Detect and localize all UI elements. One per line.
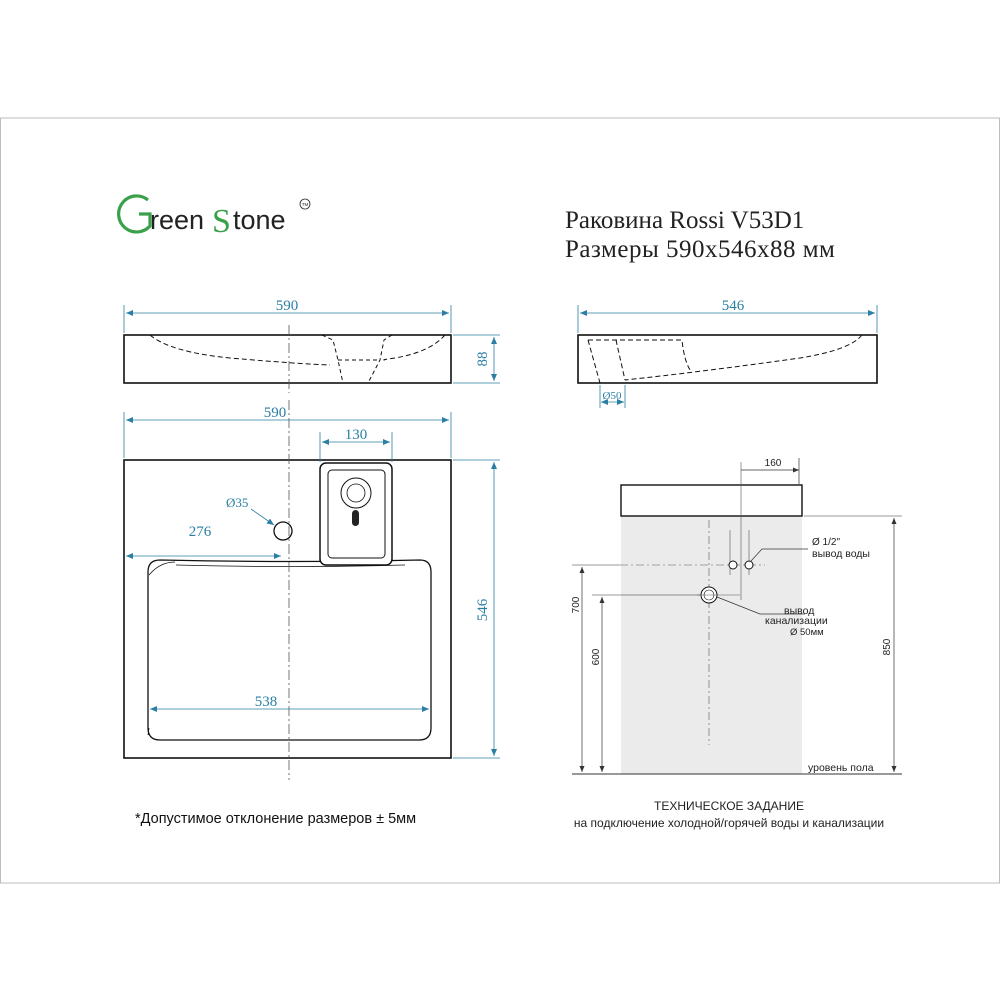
logo-g-mark [117,194,152,234]
spec-title: ТЕХНИЧЕСКОЕ ЗАДАНИЕ [654,799,804,813]
drain-diameter-label: Ø 50мм [790,627,824,638]
product-title: Раковина Rossi V53D1 [565,207,804,234]
top-depth-label: 546 [475,598,491,621]
side-view-outline [577,334,878,384]
spec-subtitle: на подключение холодной/горячей воды и к… [574,816,884,830]
drain-label-2: канализации [765,615,828,627]
front-view: 590 88 [123,298,500,393]
water-pipe-label: Ø 1/2" [812,537,840,548]
faucet-width-label: 130 [345,427,368,443]
hole-diameter-label: Ø35 [226,495,248,510]
drain-label-1: вывод [784,605,814,617]
height-600-label: 600 [591,648,602,665]
side-depth-label: 546 [722,298,745,314]
cold-water-outlet [728,560,738,570]
trademark-icon [299,198,311,210]
faucet-hole [340,477,372,509]
logo-s-mark: S [212,203,231,240]
front-bowl-hidden-line-right [383,334,446,361]
front-width-label: 590 [276,298,299,314]
hot-water-outlet [744,560,754,570]
tolerance-note: *Допустимое отклонение размеров ± 5мм [135,811,416,827]
overflow-slot [352,510,359,526]
height-850-label: 850 [882,638,893,655]
side-drain-label: Ø50 [603,390,622,402]
hole-offset-label: 276 [189,524,212,540]
front-view-outline [123,334,452,384]
logo-text-2: tone [233,205,286,235]
front-height-label: 88 [475,352,491,367]
bowl-outline [147,559,432,741]
tap-hole [273,521,293,541]
side-hidden-lines [587,334,863,384]
floor-label: уровень пола [808,762,874,774]
front-bowl-hidden-line [149,334,331,366]
bowl-width-label: 538 [255,694,278,710]
top-width-label: 590 [264,405,287,421]
greenstone-logo: reen S tone TM [117,194,311,240]
wall-area [621,516,802,774]
height-700-label: 700 [571,596,582,613]
logo-text: reen [150,205,204,235]
installation-diagram: 160 Ø 1/2" вывод воды вывод канализации … [571,458,902,775]
top-view: Ø35 590 130 276 546 538 [123,400,500,780]
installed-sink [620,484,803,517]
top-view-outline [123,459,452,759]
front-drain-hidden-line [321,334,393,384]
trademark-text: TM [302,202,309,207]
product-dimensions: Размеры 590х546х88 мм [565,236,835,263]
offset-label: 160 [765,458,782,469]
side-view: 546 Ø50 [577,298,878,408]
water-outlet-label: вывод воды [812,548,870,560]
